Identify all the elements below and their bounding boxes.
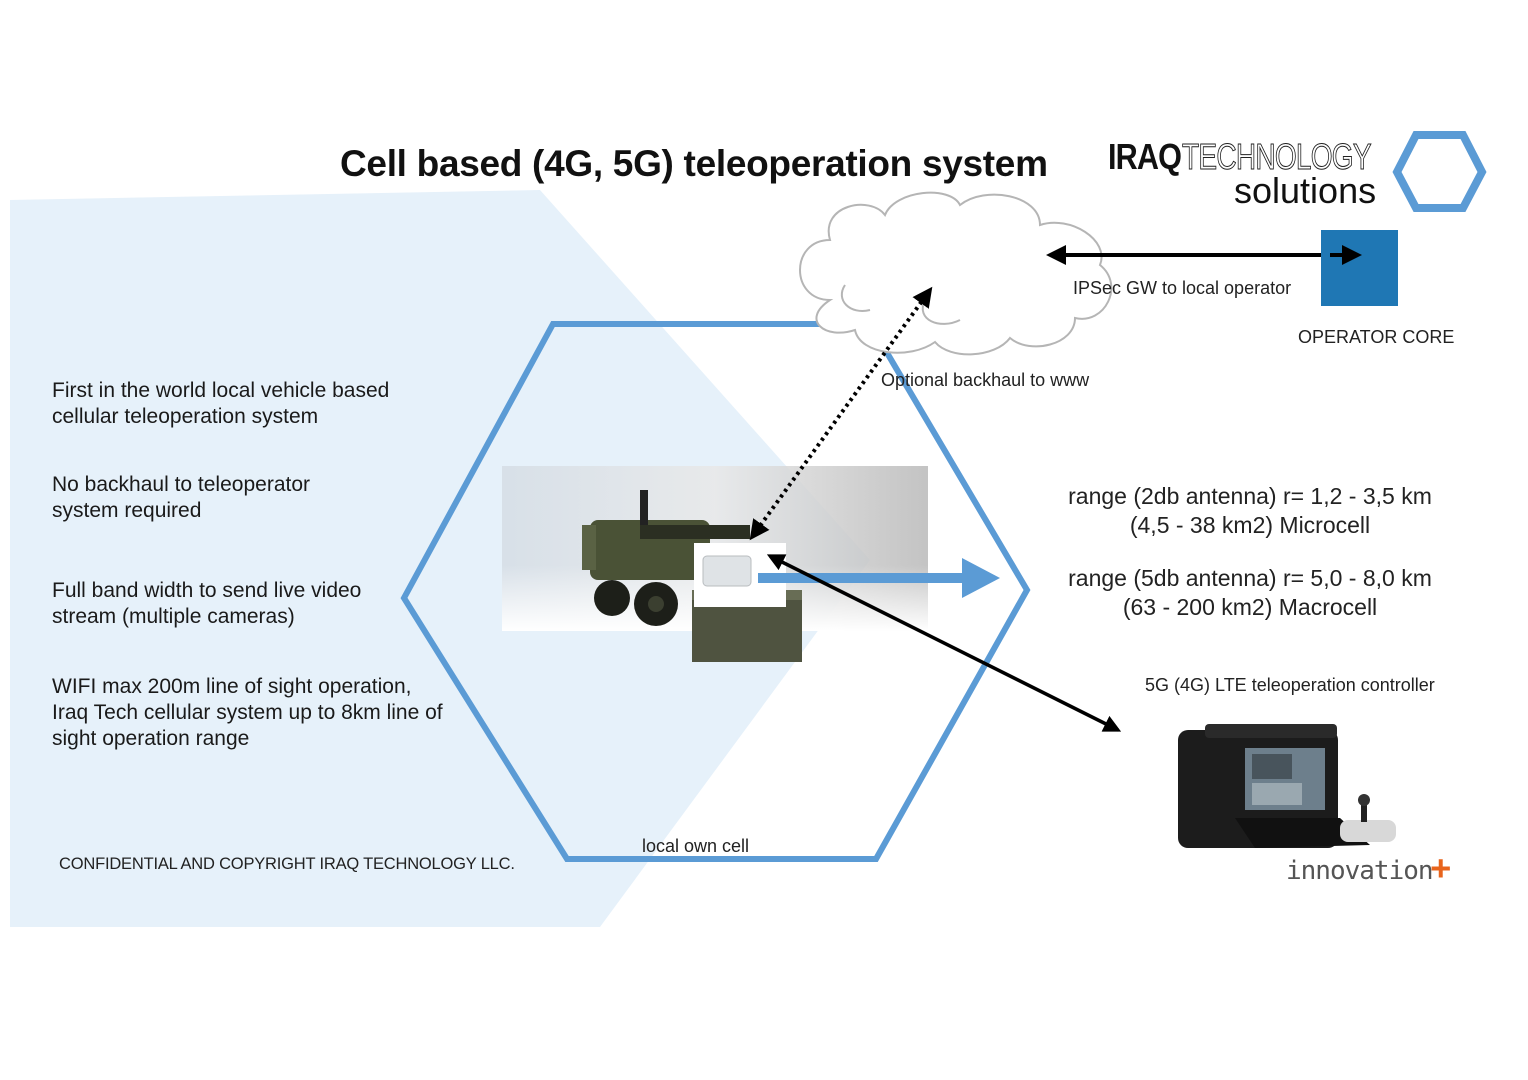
page-title: Cell based (4G, 5G) teleoperation system (340, 143, 1048, 184)
logo-brand-outline: TECHNOLOGY (1182, 136, 1372, 178)
bullet-line: WIFI max 200m line of sight operation, (52, 675, 412, 698)
controller-label: 5G (4G) LTE teleoperation controller (1145, 675, 1435, 695)
cell-label: local own cell (642, 836, 750, 856)
logo-brand-bold: IRAQ (1108, 136, 1182, 177)
range-line: (4,5 - 38 km2) Microcell (1129, 512, 1371, 538)
operator-core-box (1321, 230, 1398, 306)
ipsec-label: IPSec GW to local operator (1073, 278, 1292, 298)
logo-tagline: solutions (1234, 170, 1377, 211)
bullet-line: sight operation range (52, 727, 250, 750)
bullet-line: Iraq Tech cellular system up to 8km line… (52, 701, 443, 724)
range-line: range (5db antenna) r= 5,0 - 8,0 km (1068, 565, 1432, 591)
range-line: (63 - 200 km2) Macrocell (1122, 594, 1378, 620)
controller-link-arrow (766, 554, 1122, 732)
info-panel-background (10, 190, 870, 927)
bullet-full-bandwidth: Full band width to send live video strea… (52, 578, 361, 630)
macrocell-range: range (5db antenna) r= 5,0 - 8,0 km (63 … (1050, 564, 1450, 622)
bullet-first-in-world: First in the world local vehicle based c… (52, 378, 389, 430)
operator-core-label: OPERATOR CORE (1298, 327, 1455, 347)
backhaul-dotted-arrow (749, 286, 933, 541)
bullet-line: cellular teleoperation system (52, 405, 319, 428)
copyright-notice: CONFIDENTIAL AND COPYRIGHT IRAQ TECHNOLO… (59, 855, 515, 873)
bullet-line: Full band width to send live video (52, 579, 362, 602)
bullet-no-backhaul: No backhaul to teleoperator system requi… (52, 472, 310, 524)
bullet-line: First in the world local vehicle based (52, 379, 390, 402)
bullet-wifi-range: WIFI max 200m line of sight operation, I… (52, 674, 443, 752)
cloud-shape (799, 191, 1113, 356)
bullet-line: No backhaul to teleoperator (52, 473, 310, 496)
plus-icon: + (1430, 848, 1452, 888)
innovation-text: innovation (1286, 856, 1434, 886)
teleoperation-controller-image (1178, 724, 1396, 848)
logo-hexagon-icon (1392, 131, 1487, 212)
innovation-logo: innovation+ (1286, 848, 1452, 888)
range-line: range (2db antenna) r= 1,2 - 3,5 km (1068, 483, 1432, 509)
company-logo: IRAQTECHNOLOGY (1108, 136, 1424, 178)
bullet-line: system required (52, 499, 202, 522)
bullet-line: stream (multiple cameras) (52, 605, 295, 628)
microcell-range: range (2db antenna) r= 1,2 - 3,5 km (4,5… (1050, 482, 1450, 540)
backhaul-label: Optional backhaul to www (881, 370, 1090, 390)
